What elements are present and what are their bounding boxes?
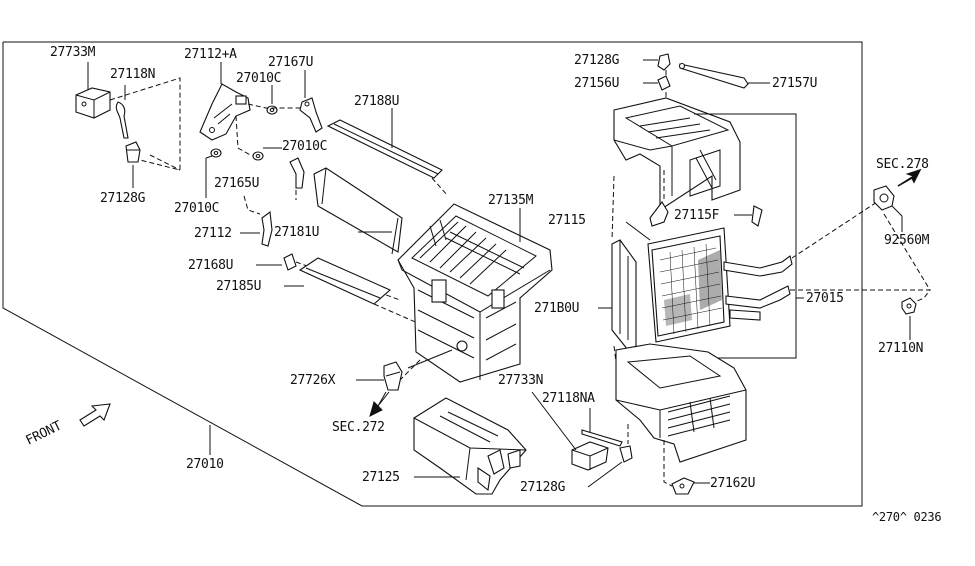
callout-27115F: 27115F: [674, 208, 720, 223]
link-27167U: [299, 97, 323, 133]
clip-27168U: [283, 253, 297, 271]
rod-27157U: [678, 62, 749, 89]
sec272-arrow-icon: [369, 391, 387, 417]
callout-27181U: 27181U: [274, 225, 320, 240]
callout-27010: 27010: [186, 457, 224, 472]
callout-27733M: 27733M: [50, 45, 96, 60]
callout-27188U: 27188U: [354, 94, 400, 109]
callout-27125: 27125: [362, 470, 400, 485]
nut-27110N: [901, 297, 917, 315]
front-arrow-icon: [79, 403, 111, 427]
rod-27118NA: [581, 429, 623, 447]
callout-27115: 27115: [548, 213, 586, 228]
callout-27135M: 27135M: [488, 193, 534, 208]
upper-case: [613, 97, 741, 212]
callout-27118N: 27118N: [110, 67, 156, 82]
heater-case-27135M: [397, 203, 553, 383]
assembly-outline: [2, 41, 863, 507]
filter-27185U: [298, 257, 392, 305]
callout-92560M: 92560M: [884, 233, 930, 248]
callout-27128G-top: 27128G: [574, 53, 620, 68]
washer-27010C-c: [210, 148, 222, 158]
washer-27010C-b: [252, 151, 264, 161]
label-sec278: SEC.278: [876, 157, 929, 172]
callout-27128G-right: 27128G: [520, 480, 566, 495]
callout-27010C-b: 27010C: [282, 139, 328, 154]
actuator-27733N: [571, 441, 609, 471]
evaporator-27115: [647, 227, 793, 343]
callout-27162U: 27162U: [710, 476, 756, 491]
clip-27156U: [657, 75, 671, 91]
door-27180U: [611, 239, 637, 351]
callout-27010C-a: 27010C: [236, 71, 282, 86]
grommet-92560M: [873, 185, 895, 211]
callout-27010C-c: 27010C: [174, 201, 220, 216]
callout-27112A: 27112+A: [184, 47, 237, 62]
drawing-code: ^270^ 0236: [872, 510, 942, 524]
callout-27167U: 27167U: [268, 55, 314, 70]
link-27165U: [289, 157, 305, 189]
callout-27118NA: 27118NA: [542, 391, 595, 406]
callout-27726X: 27726X: [290, 373, 336, 388]
lower-case: [615, 343, 747, 463]
clip-27128G-left: [125, 141, 141, 163]
lever-27112: [261, 210, 273, 247]
door-27181U: [313, 167, 403, 255]
seal-27188U: [326, 119, 443, 179]
clip-27128G-top: [657, 53, 671, 71]
callout-27015: 27015: [806, 291, 844, 306]
callout-27185U: 27185U: [216, 279, 262, 294]
clip-27115F: [649, 201, 763, 227]
sec278-arrow-icon: [897, 168, 922, 187]
callout-27112: 27112: [194, 226, 232, 241]
callout-27128G-left: 27128G: [100, 191, 146, 206]
drain-27726X: [383, 361, 403, 391]
callout-27733N: 27733N: [498, 373, 544, 388]
clip-27128G-right: [619, 445, 633, 463]
callout-27180U: 271B0U: [534, 301, 580, 316]
callout-27168U: 27168U: [188, 258, 234, 273]
actuator-27733M: [75, 87, 111, 119]
label-sec272: SEC.272: [332, 420, 385, 435]
callout-27157U: 27157U: [772, 76, 818, 91]
callout-27156U: 27156U: [574, 76, 620, 91]
lever-27112A: [199, 83, 251, 141]
lower-case-27125: [413, 397, 527, 495]
clip-27162U: [671, 477, 695, 495]
callout-27165U: 27165U: [214, 176, 260, 191]
callout-27110N: 27110N: [878, 341, 924, 356]
link-27118N: [115, 101, 129, 139]
washer-27010C-a: [266, 105, 278, 115]
